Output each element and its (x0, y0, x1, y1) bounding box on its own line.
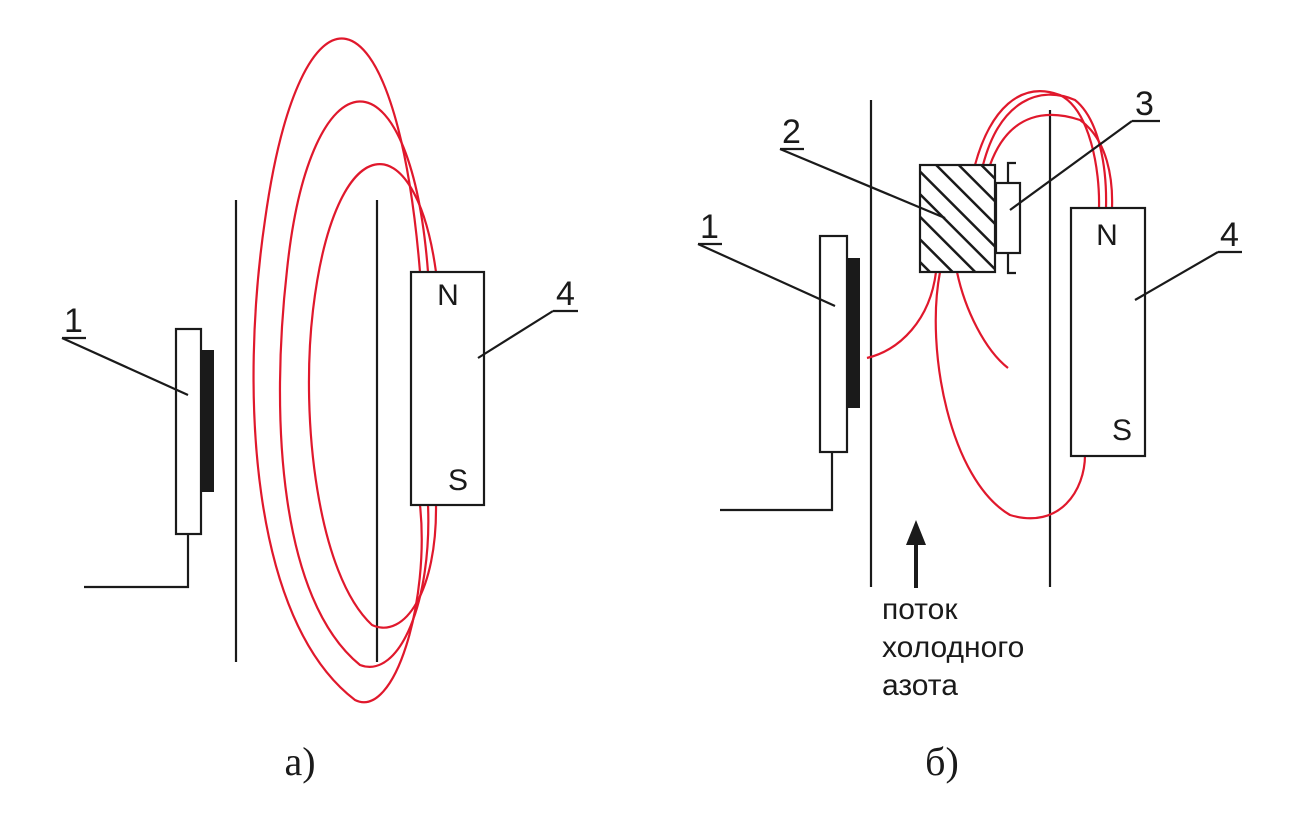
magnet-north-label: N (1096, 219, 1118, 252)
field-line-top-2 (981, 93, 1108, 209)
magnet-north-label: N (437, 279, 459, 312)
film-lead-wire (720, 452, 834, 512)
label-1: 1 (64, 302, 83, 340)
label-leader-1 (61, 336, 189, 397)
label-leader-1 (697, 242, 836, 308)
panel-b: 1 2 3 N S 4 поток холодного (697, 85, 1242, 784)
field-line-top-3 (988, 113, 1114, 209)
label-leader-3 (1009, 120, 1133, 211)
flow-text-line-1: поток (882, 593, 958, 626)
magnet (409, 270, 486, 507)
film-holder (174, 327, 203, 536)
heater-lead-top (1006, 161, 1016, 183)
label-2: 2 (782, 113, 801, 151)
panel-b-caption: б) (925, 739, 959, 784)
film-layer (847, 258, 860, 408)
magnet (1069, 206, 1147, 458)
flow-text-line-3: азота (882, 669, 958, 702)
label-leader-4 (477, 310, 554, 359)
field-line-outer (252, 37, 423, 704)
label-leader-2 (779, 147, 946, 220)
film-holder (818, 234, 849, 454)
field-line-to-film (866, 271, 938, 360)
sample-block (918, 163, 997, 274)
label-1: 1 (700, 208, 719, 246)
heater-element (994, 181, 1022, 255)
field-line-inner (307, 163, 438, 629)
field-line-loop-lower (934, 271, 1087, 520)
panel-a-caption: а) (284, 739, 315, 784)
field-line-short (955, 271, 1009, 369)
panel-a: 1 N S 4 а) (61, 37, 578, 784)
label-3: 3 (1135, 85, 1154, 123)
label-leader-4 (1134, 251, 1219, 301)
label-4: 4 (556, 275, 575, 313)
film-lead-wire (84, 534, 190, 589)
label-4: 4 (1220, 216, 1239, 254)
film-layer (201, 350, 214, 492)
field-line-middle (278, 100, 430, 668)
heater-lead-bottom (1006, 253, 1016, 275)
magnet-south-label: S (448, 464, 468, 497)
magnet-south-label: S (1112, 414, 1132, 447)
flow-text-line-2: холодного (882, 631, 1024, 664)
flow-arrow-head (906, 520, 926, 545)
